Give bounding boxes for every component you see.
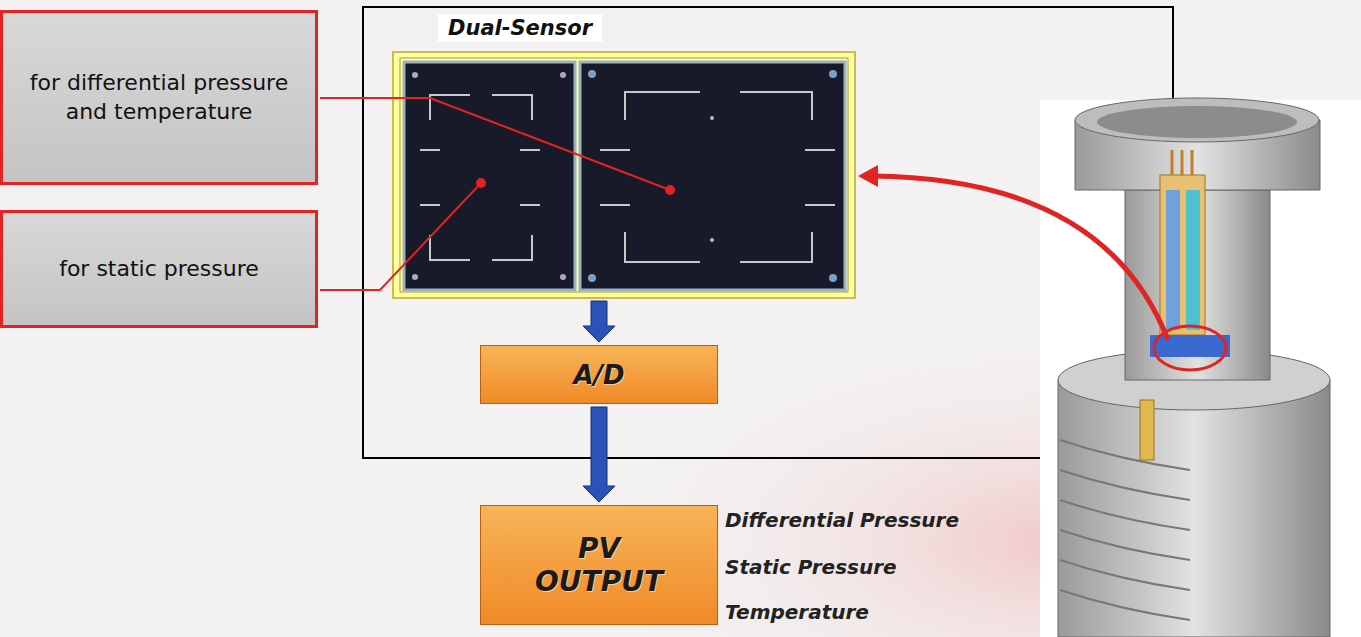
pointer-arrow [872, 176, 1168, 340]
sensor-plate [393, 52, 855, 298]
output-label: Temperature [725, 600, 869, 624]
callout-box: for static pressure [0, 210, 318, 328]
leader-line [320, 183, 481, 290]
flow-arrow [583, 301, 615, 342]
leader-line [320, 98, 670, 190]
static-chip [404, 62, 575, 290]
flow-arrow [583, 407, 615, 502]
node-text: A/D [573, 360, 624, 390]
node-text: PV OUTPUT [524, 532, 674, 598]
differential-chip [580, 62, 845, 290]
node-text: for static pressure [59, 255, 259, 284]
output-label: Differential Pressure [725, 508, 959, 532]
flow-arrow-shape [583, 407, 615, 502]
pointer-arrowhead [858, 165, 878, 187]
sensor-group: Dual-Sensor [393, 14, 855, 298]
flow-arrow-shape [583, 301, 615, 342]
output-label: Static Pressure [725, 555, 897, 579]
converter-box: A/D [480, 345, 718, 404]
output-box: PV OUTPUT [480, 505, 718, 625]
transmitter-illustration [1040, 98, 1361, 637]
leader-dot [665, 185, 675, 195]
sensor-plate-inset [400, 58, 848, 292]
leader-dot [476, 178, 486, 188]
callout-box: for differential pressure and temperatur… [0, 10, 318, 185]
node-text: Dual-Sensor [438, 14, 602, 42]
node-text: for differential pressure and temperatur… [17, 69, 301, 126]
